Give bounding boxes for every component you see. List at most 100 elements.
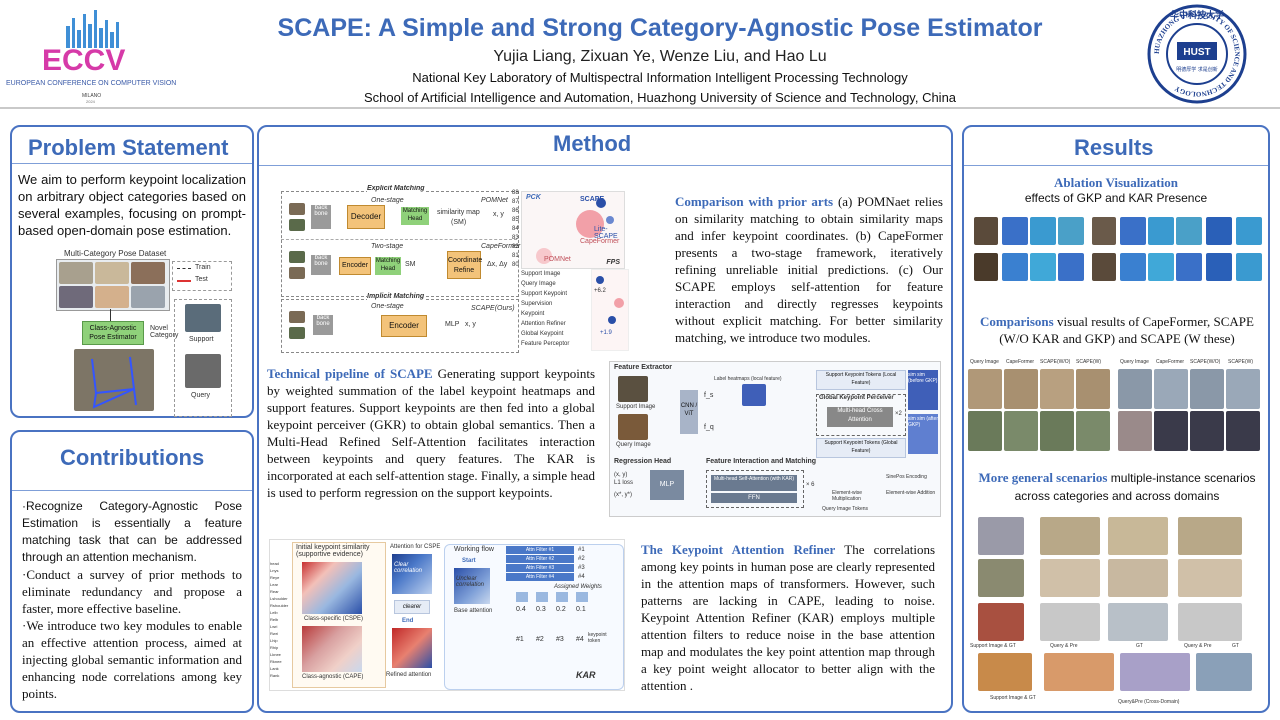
attn-filter: Attn Filter #3 xyxy=(506,564,574,572)
general-label: Query&Pre (Cross-Domain) xyxy=(1118,699,1180,705)
self-attention-box: Multi-head Self-Attention (with KAR) xyxy=(711,475,797,491)
dxdy-label: Δx, Δy xyxy=(487,261,508,268)
gkp-frame: Global Keypoint Perceiver Multi-head Cro… xyxy=(816,394,906,436)
support-label: Support xyxy=(189,336,214,343)
heatmap-thumb xyxy=(742,384,766,406)
matching-head-box-1: Matching Head xyxy=(401,207,429,225)
scape-point xyxy=(596,198,606,208)
kar-body: The correlations among key points in hum… xyxy=(641,542,935,693)
weight-id: #1 xyxy=(516,636,524,643)
ablation-grid xyxy=(974,215,1262,285)
xy-label-1: x, y xyxy=(493,211,504,218)
legend-test: Test xyxy=(195,276,208,283)
similarity-map-label: similarity map xyxy=(437,209,480,216)
filter-ids: #1 #2 #3 #4 xyxy=(578,546,598,582)
working-flow-label: Working flow xyxy=(454,546,494,553)
base-attention-label: Base attention xyxy=(454,608,493,614)
weight-value: 0.2 xyxy=(556,606,566,613)
kar-text: The Keypoint Attention Refiner The corre… xyxy=(641,541,935,694)
row-label: Lnys xyxy=(270,568,279,573)
cmp-col: SCAPE(W/O) xyxy=(1040,359,1071,365)
comparisons-body: visual results of CapeFormer, SCAPE (W/O… xyxy=(999,314,1254,346)
kar-figure: Initial keypoint similarity (supportive … xyxy=(269,539,625,691)
one-stage-label: One-stage xyxy=(371,197,404,204)
problem-statement-panel: Problem Statement We aim to perform keyp… xyxy=(10,125,254,418)
interaction-frame: Multi-head Self-Attention (with KAR) FFN xyxy=(706,470,804,508)
row-label: Rknee xyxy=(270,659,282,664)
interaction-times: × 6 xyxy=(806,482,815,488)
problem-statement-text: We aim to perform keypoint localization … xyxy=(18,172,246,238)
row-label: Relb xyxy=(270,617,279,622)
cmp-col: CapeFormer xyxy=(1006,359,1035,365)
pck-tick: 82 xyxy=(512,244,519,250)
legend-entry: Keypoint xyxy=(521,311,545,317)
sinepos-label: SinePos Encoding xyxy=(886,474,927,480)
encoder-box-1: Encoder xyxy=(339,257,371,275)
cmp-col: SCAPE(W) xyxy=(1076,359,1101,365)
assigned-weights-label: Assigned Weights xyxy=(554,584,602,590)
query-tokens-label: Query Image Tokens xyxy=(822,506,869,512)
lite-scape-point xyxy=(606,216,614,224)
contrib-title-rule xyxy=(12,490,252,491)
row-label: Lhip xyxy=(270,638,278,643)
attention-cspe-label: Attention for CSPE xyxy=(390,544,441,550)
attention-filters: Attn Filter #1 Attn Filter #2 Attn Filte… xyxy=(506,546,574,582)
start-label: Start xyxy=(462,558,476,564)
fq-label: f_q xyxy=(704,424,714,431)
kar-heading: The Keypoint Attention Refiner xyxy=(641,542,836,557)
regression-head-label: Regression Head xyxy=(614,458,672,465)
pipeline-figure: Feature Extractor Support Image Query Im… xyxy=(609,361,941,517)
pose-estimator-box: Class-Agnostic Pose Estimator xyxy=(82,321,144,345)
eccv-city: MILANO xyxy=(82,93,101,99)
filter-id: #4 xyxy=(578,574,585,580)
contributions-list: ·Recognize Category-Agnostic Pose Estima… xyxy=(22,498,242,702)
general-label: Support Image & GT xyxy=(970,643,1016,649)
novel-category-label: Novel Category xyxy=(150,325,179,339)
header-divider xyxy=(0,107,1280,109)
contribution-item-3: ·We introduce two key modules to enable … xyxy=(22,618,242,701)
comparison-text: Comparison with prior arts (a) POMNaet r… xyxy=(675,193,943,346)
unclear-correlation-label: Unclear correlation xyxy=(456,576,485,588)
clearer-label: clearer xyxy=(394,600,430,614)
row-label: Lknee xyxy=(270,652,281,657)
improvement-plot: +6.2 +1.9 xyxy=(591,269,629,351)
sim-before-label: sim sim (before GKP) xyxy=(908,372,938,384)
label-heatmap-label: Label heatmaps (local feature) xyxy=(714,376,782,382)
contribution-item-1: ·Recognize Category-Agnostic Pose Estima… xyxy=(22,499,242,564)
decoder-box: Decoder xyxy=(347,205,385,229)
pck-tick: 80 xyxy=(512,262,519,268)
cmp-col: Query Image xyxy=(1120,359,1149,365)
results-panel: Results Ablation Visualization effects o… xyxy=(962,125,1270,713)
pck-axis-label: PCK xyxy=(526,194,541,201)
pipeline-body: Generating support keypoints by weighted… xyxy=(267,366,595,500)
attn-filter: Attn Filter #1 xyxy=(506,546,574,554)
capeformer-point xyxy=(576,210,604,238)
two-stage-label: Two-stage xyxy=(371,243,404,250)
cmp-col: SCAPE(W/O) xyxy=(1190,359,1221,365)
cape-heatmap xyxy=(302,626,362,672)
capeformer-label: CapeFormer xyxy=(481,243,521,250)
comparison-grid xyxy=(968,369,1268,453)
weight-value: 0.4 xyxy=(516,606,526,613)
cmp-col: Query Image xyxy=(970,359,999,365)
cspe-label: Class-specific (CSPE) xyxy=(304,616,364,622)
row-label: head xyxy=(270,561,279,566)
pck-ticks: 88 87 86 85 84 83 82 81 80 xyxy=(512,190,534,268)
implicit-matching-label: Implicit Matching xyxy=(367,293,425,300)
ablation-head: Ablation Visualization xyxy=(1054,175,1178,190)
pck-tick: 85 xyxy=(512,217,519,223)
results-title: Results xyxy=(1074,135,1154,160)
lite-scape-label: Lite-SCAPE xyxy=(594,226,618,240)
attn-filter: Attn Filter #2 xyxy=(506,555,574,563)
ablation-sub: effects of GKP and KAR Presence xyxy=(1024,191,1208,205)
sim-after-label: sim sim (after GKP) xyxy=(908,416,938,428)
sim-before-thumb xyxy=(908,370,938,410)
row-label: Lelb xyxy=(270,610,278,615)
encoder-box-2: Encoder xyxy=(381,315,427,337)
delta-1: +6.2 xyxy=(594,288,606,294)
pck-tick: 86 xyxy=(512,208,519,214)
attention-cspe-map xyxy=(392,554,432,594)
query-image-label: Query Image xyxy=(616,442,651,448)
affiliation-2: School of Artificial Intelligence and Au… xyxy=(363,90,957,105)
comparisons-text: Comparisons visual results of CapeFormer… xyxy=(968,313,1266,347)
